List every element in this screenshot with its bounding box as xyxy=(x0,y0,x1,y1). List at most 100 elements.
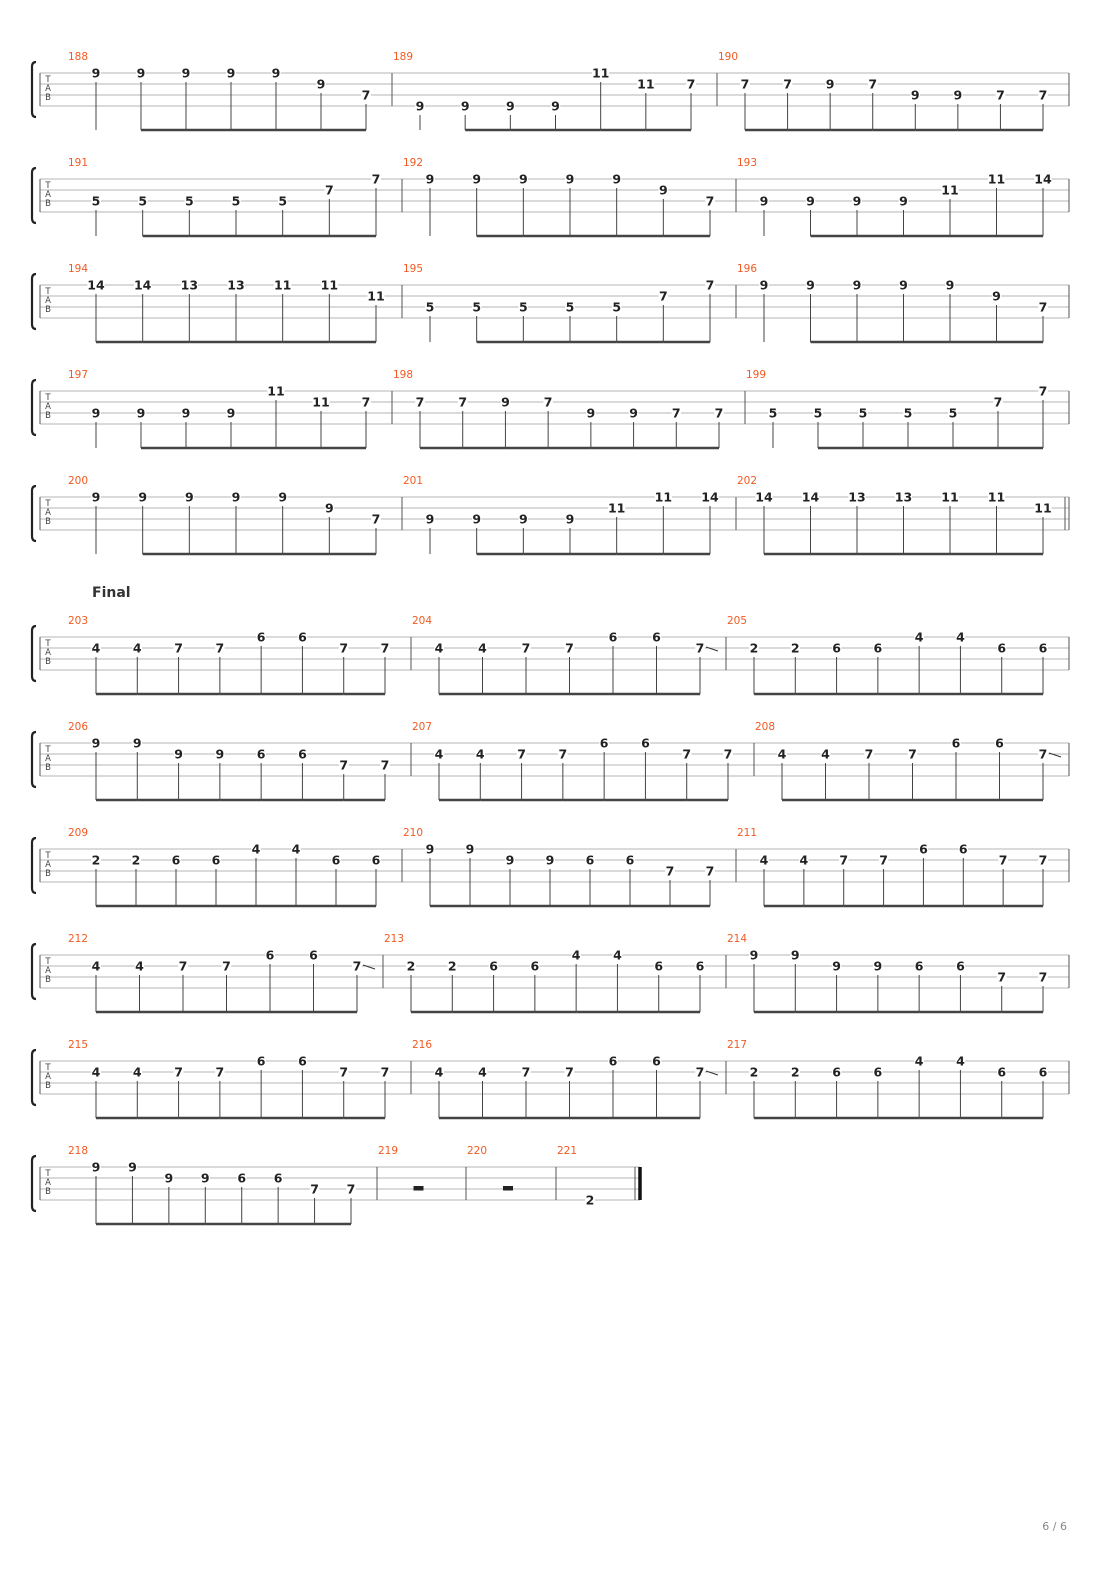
fret-note-bg xyxy=(91,195,101,206)
fret-note-bg xyxy=(273,1172,283,1183)
fret-number: 9 xyxy=(92,489,101,504)
measure-number: 205 xyxy=(727,615,747,627)
fret-note-bg xyxy=(1038,971,1048,982)
fret-number: 2 xyxy=(791,640,800,655)
fret-note-bg xyxy=(790,949,801,960)
fret-note-bg xyxy=(1038,642,1048,653)
fret-note-bg xyxy=(338,759,349,770)
fret-number: 7 xyxy=(458,394,467,409)
fret-note-bg xyxy=(852,195,862,206)
fret-note-bg xyxy=(953,89,963,100)
fret-note-bg xyxy=(367,290,385,301)
system-bracket xyxy=(30,272,37,331)
fret-note-bg xyxy=(653,960,664,971)
measure-number: 220 xyxy=(467,1145,487,1157)
fret-note-bg xyxy=(346,1183,356,1194)
tab-clef-letter: T xyxy=(44,745,51,755)
fret-note-bg xyxy=(831,960,842,971)
fret-note-bg xyxy=(173,1066,184,1077)
fret-note-bg xyxy=(291,843,301,854)
fret-number: 6 xyxy=(832,1064,841,1079)
fret-note-bg xyxy=(894,491,913,502)
fret-number: 9 xyxy=(760,193,769,208)
fret-number: 6 xyxy=(997,1064,1006,1079)
fret-note-bg xyxy=(226,67,236,78)
fret-number: 7 xyxy=(879,852,888,867)
fret-note-bg xyxy=(320,279,338,290)
fret-number: 9 xyxy=(165,1170,174,1185)
fret-number: 9 xyxy=(587,405,596,420)
tab-clef-letter: A xyxy=(45,508,51,518)
fret-note-bg xyxy=(380,642,390,653)
fret-note-bg xyxy=(521,1066,531,1077)
fret-note-bg xyxy=(256,748,266,759)
fret-number: 6 xyxy=(654,958,663,973)
fret-note-bg xyxy=(425,173,435,184)
fret-note-bg xyxy=(277,195,288,206)
fret-note-bg xyxy=(958,843,969,854)
fret-note-bg xyxy=(782,78,793,89)
fret-note-bg xyxy=(571,949,581,960)
fret-number: 7 xyxy=(696,640,705,655)
fret-number: 7 xyxy=(381,640,390,655)
fret-note-bg xyxy=(543,396,553,407)
fret-number: 6 xyxy=(257,746,266,761)
fret-note-bg xyxy=(987,173,1006,184)
fret-number: 9 xyxy=(472,511,481,526)
fret-note-bg xyxy=(996,971,1007,982)
fret-number: 4 xyxy=(915,1053,924,1068)
fret-number: 7 xyxy=(1039,746,1048,761)
fret-number: 9 xyxy=(874,958,883,973)
fret-note-bg xyxy=(608,1055,618,1066)
fret-note-bg xyxy=(134,279,152,290)
fret-number: 4 xyxy=(92,958,101,973)
fret-number: 7 xyxy=(216,640,225,655)
fret-note-bg xyxy=(991,290,1002,301)
fret-number: 6 xyxy=(172,852,181,867)
fret-note-bg xyxy=(873,642,883,653)
fret-note-bg xyxy=(434,748,444,759)
measure-number: 207 xyxy=(412,721,432,733)
fret-note-bg xyxy=(1038,1066,1048,1077)
fret-number: 7 xyxy=(222,958,231,973)
tab-clef-letter: T xyxy=(44,851,51,861)
fret-note-bg xyxy=(251,843,261,854)
fret-number: 7 xyxy=(659,288,668,303)
fret-number: 9 xyxy=(466,841,475,856)
tab-clef-letter: B xyxy=(45,517,51,527)
fret-note-bg xyxy=(471,301,482,312)
fret-number: 6 xyxy=(212,852,221,867)
fret-number: 7 xyxy=(381,1064,390,1079)
fret-note-bg xyxy=(226,407,236,418)
fret-note-bg xyxy=(415,396,425,407)
fret-note-bg xyxy=(714,407,724,418)
fret-note-bg xyxy=(858,407,868,418)
fret-note-bg xyxy=(134,960,145,971)
fret-note-bg xyxy=(425,513,435,524)
fret-note-bg xyxy=(338,1066,349,1077)
fret-number: 6 xyxy=(1039,1064,1048,1079)
tab-clef-letter: B xyxy=(45,975,51,985)
fret-note-bg xyxy=(873,1066,883,1077)
fret-number: 9 xyxy=(899,277,908,292)
tab-clef-letter: B xyxy=(45,1081,51,1091)
fret-number: 14 xyxy=(1034,171,1052,186)
fret-number: 6 xyxy=(274,1170,283,1185)
fret-note-bg xyxy=(338,642,349,653)
fret-note-bg xyxy=(681,748,692,759)
measure-number: 189 xyxy=(393,51,413,63)
fret-number: 7 xyxy=(216,1064,225,1079)
fret-note-bg xyxy=(749,1066,759,1077)
fret-note-bg xyxy=(131,854,141,865)
fret-number: 4 xyxy=(92,640,101,655)
fret-note-bg xyxy=(545,854,555,865)
fret-note-bg xyxy=(274,279,292,290)
fret-number: 9 xyxy=(426,841,435,856)
fret-note-bg xyxy=(184,195,195,206)
fret-number: 2 xyxy=(586,1192,595,1207)
fret-number: 9 xyxy=(760,277,769,292)
